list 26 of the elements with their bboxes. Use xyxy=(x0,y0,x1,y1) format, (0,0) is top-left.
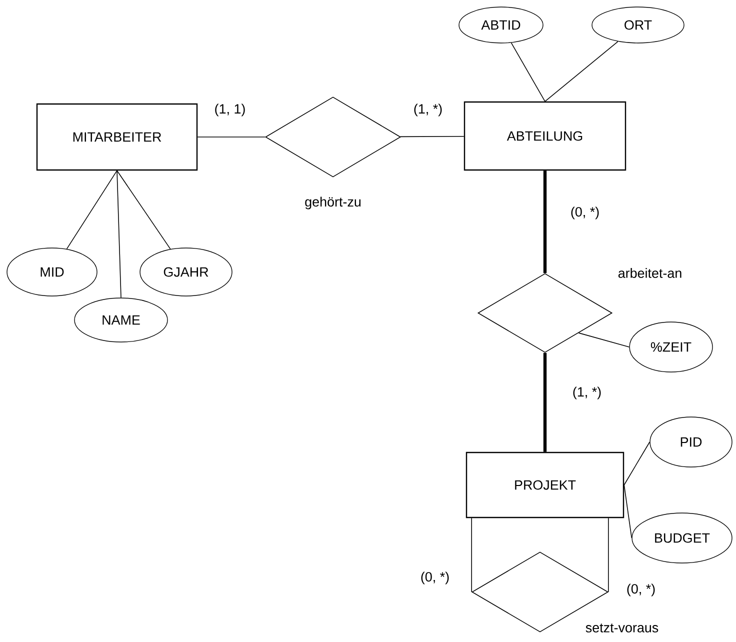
connector-line xyxy=(578,332,630,348)
connector-line xyxy=(543,170,547,274)
cardinality-label: (0, *) xyxy=(625,582,657,598)
relationship-name: gehört-zu xyxy=(305,196,361,210)
connector-line xyxy=(400,136,464,138)
connector-line xyxy=(197,136,266,138)
connector-line xyxy=(66,170,118,250)
entity-box: ABTEILUNG xyxy=(464,101,626,171)
cardinality-label: (0, *) xyxy=(569,206,601,220)
cardinality-label: (0, *) xyxy=(419,570,451,586)
connector-line xyxy=(116,170,122,298)
cardinality-label: (1, *) xyxy=(571,386,603,400)
connector-line xyxy=(544,41,618,102)
entity-box: MITARBEITER xyxy=(36,103,198,171)
connector-line xyxy=(471,518,472,592)
connector-line xyxy=(510,42,546,102)
entity-box: PROJEKT xyxy=(466,452,624,518)
connector-line xyxy=(608,518,609,592)
connector-line xyxy=(624,484,632,538)
connector-line xyxy=(116,170,171,250)
connector-line xyxy=(543,352,547,452)
relationship-name: setzt-voraus xyxy=(586,624,658,632)
cardinality-label: (1, 1) xyxy=(213,102,247,118)
relationship-name: arbeitet-an xyxy=(618,268,682,278)
connector-line xyxy=(624,442,650,486)
cardinality-label: (1, *) xyxy=(412,102,444,118)
